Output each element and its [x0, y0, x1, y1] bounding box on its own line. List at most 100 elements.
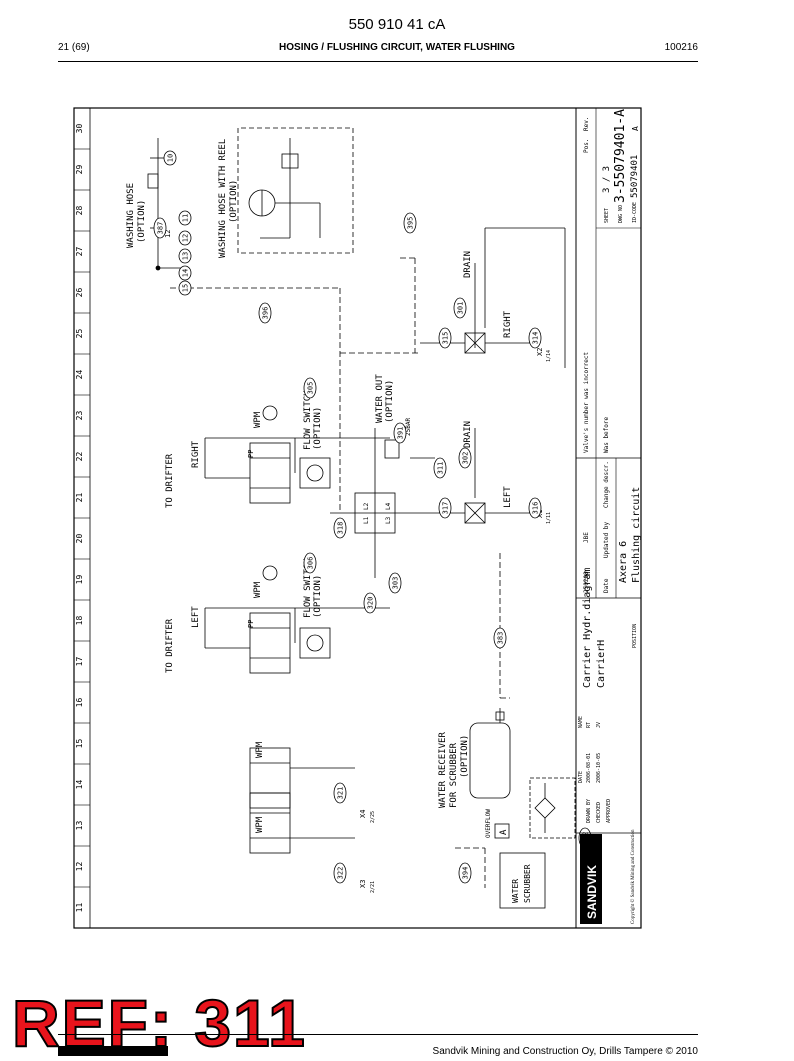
port-l3: L3 [385, 516, 392, 524]
change-col: Change descr. [603, 461, 610, 508]
id-code-label: ID-CODE [632, 202, 638, 223]
callout-number: 314 [532, 332, 540, 345]
title-block-frame [575, 107, 642, 929]
pressure-25bar: 25BAR [405, 418, 412, 436]
callout-balloon [403, 212, 417, 234]
callout-balloons: 1011121314153013023033053063113143153163… [153, 150, 592, 884]
water-scrubber-box [499, 852, 546, 909]
rotated-schematic: WASHING HOSE (OPTION) 12 WASHING HOSE WI… [126, 127, 592, 909]
x4-label: X4 [359, 810, 367, 818]
washing-hose-reel-option-label: (OPTION) [229, 180, 239, 223]
washing-hose-reel-label: WASHING HOSE WITH REEL [218, 139, 228, 258]
callout-balloon [453, 297, 467, 319]
drawing-number: 3-55079401-A [613, 109, 628, 203]
callout-balloon [178, 230, 192, 246]
pp-label-2: PP [247, 620, 255, 628]
carrier-name: CarrierH [596, 640, 607, 688]
callout-number: 387 [157, 222, 165, 235]
grid-column-label: 22 [75, 452, 84, 462]
grid-column-label: 11 [75, 903, 84, 913]
marker-a: A [499, 829, 509, 835]
port-l4: L4 [385, 502, 392, 510]
callout-number: 306 [307, 557, 315, 570]
callout-balloon [438, 497, 452, 519]
dwg-no-label: DWG NO [618, 205, 624, 223]
flow-switch-left-option: (OPTION) [313, 575, 323, 618]
id-code: 55079401 [630, 155, 640, 198]
checked-label: CHECKED [596, 802, 602, 823]
callout-balloon [388, 572, 402, 594]
date-col-label: DATE [578, 771, 584, 783]
callout-balloon [458, 447, 472, 469]
callout-balloon [438, 327, 452, 349]
to-drifter-left-label: TO DRIFTER [165, 618, 175, 673]
port-l1: L1 [363, 516, 370, 524]
flow-switch-right-label: FLOW SWITCH [303, 390, 313, 450]
grid-ticks [74, 148, 90, 929]
company-name: SANDVIK [585, 865, 599, 919]
grid-column-label: 21 [75, 493, 84, 503]
drain-lines [474, 227, 566, 498]
callout-balloon [433, 457, 447, 479]
drawn-label: DRAWN BY [586, 799, 592, 823]
wpm-label-1: WPM [253, 411, 263, 428]
callout-number: 315 [442, 332, 450, 345]
callout-balloon [493, 627, 507, 649]
sandvik-logo [580, 834, 602, 924]
callout-number: 321 [337, 787, 345, 800]
callout-balloon [178, 265, 192, 281]
callout-balloon [363, 592, 377, 614]
grid-column-label: 16 [75, 698, 84, 708]
grid-column-label: 29 [75, 165, 84, 175]
dashed-line-394 [455, 847, 486, 888]
drawn-name: RT [586, 722, 592, 728]
grid-column-label: 27 [75, 247, 84, 257]
rev-date: 250208 [583, 571, 590, 593]
flow-switch-right-option: (OPTION) [313, 407, 323, 450]
x3-x4-lines [290, 767, 355, 839]
callout-number: 13 [182, 252, 190, 260]
rev-value: A [631, 126, 640, 131]
callout-number: 311 [437, 462, 445, 475]
checked-name: JV [596, 722, 602, 728]
water-out-valve [374, 428, 435, 459]
footer-copyright: Sandvik Mining and Construction Oy, Dril… [432, 1046, 698, 1057]
port-l2: L2 [363, 502, 370, 510]
callout-balloon [528, 497, 542, 519]
sheet-label: SHEET [604, 208, 610, 223]
rev-label: Rev. [583, 117, 590, 131]
flow-switches [262, 405, 331, 659]
hose-size-washing: 12 [164, 230, 172, 238]
callout-balloon [178, 280, 192, 296]
page-number: 21 (69) [58, 42, 90, 53]
checked-date: 2006-10-05 [596, 753, 602, 783]
water-receiver-label: WATER RECEIVER [438, 732, 448, 808]
x4-code: 2/25 [370, 811, 376, 823]
callout-balloon [303, 377, 317, 399]
grid-column-label: 15 [75, 739, 84, 749]
callout-balloon [153, 217, 167, 239]
drifter-feed-lines [204, 438, 250, 649]
callout-number: 383 [497, 632, 505, 645]
flow-switch-left-label: FLOW SWITCH [303, 558, 313, 618]
callout-number: 301 [457, 302, 465, 315]
scrubber-feed-line [499, 553, 510, 699]
left-drifter-label: LEFT [191, 606, 201, 628]
callout-balloon [333, 517, 347, 539]
grid-column-label: 13 [75, 821, 84, 831]
washing-hose-label: WASHING HOSE [126, 183, 136, 248]
callout-balloon [303, 552, 317, 574]
callout-balloon [258, 302, 272, 324]
callout-number: 14 [182, 269, 190, 277]
x3-code: 2/21 [370, 881, 376, 893]
callout-balloon [333, 862, 347, 884]
drain-left-label: DRAIN [463, 421, 473, 448]
drain-right-label: DRAIN [463, 251, 473, 278]
circuit-name: Flushing circuit [631, 487, 642, 583]
callout-number: 320 [367, 597, 375, 610]
grid-column-label: 23 [75, 411, 84, 421]
sheet-value: 3 / 3 [602, 166, 612, 193]
water-receiver [469, 708, 511, 799]
